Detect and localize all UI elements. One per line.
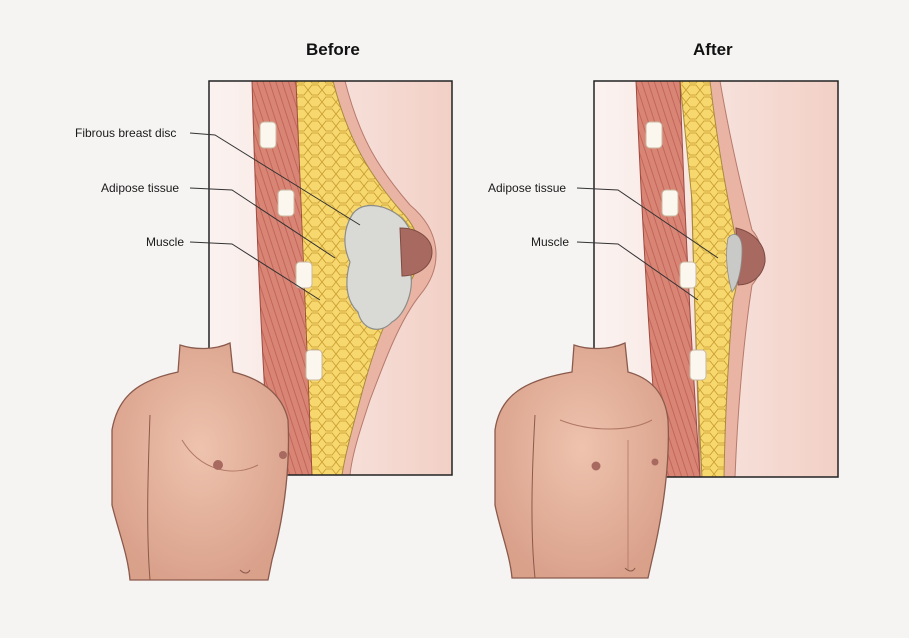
after-muscle-leader — [576, 241, 699, 301]
after-torso — [494, 342, 669, 579]
before-muscle-label: Muscle — [146, 235, 185, 249]
before-panel-border — [208, 80, 453, 476]
before-muscle-leader — [189, 241, 321, 301]
before-adipose-leader — [189, 187, 336, 259]
before-fibrous-disc — [344, 205, 416, 330]
before-fibrous-label: Fibrous breast disc — [75, 126, 177, 140]
before-fibrous-leader — [189, 132, 361, 226]
after-title: After — [693, 40, 733, 59]
after-muscle-label: Muscle — [531, 235, 570, 249]
before-torso — [111, 342, 290, 581]
before-title: Before — [306, 40, 360, 59]
before-rib — [305, 349, 323, 381]
after-rib — [689, 349, 707, 381]
after-areola — [735, 227, 766, 286]
after-adipose-leader — [576, 187, 719, 259]
after-gland-remnant — [726, 234, 743, 293]
before-rib — [259, 121, 277, 149]
before-nipple — [213, 460, 223, 470]
after-rib — [679, 261, 697, 289]
after-adipose-label: Adipose tissue — [488, 181, 567, 195]
before-areola — [399, 227, 433, 277]
before-rib — [295, 261, 313, 289]
before-rib — [277, 189, 295, 217]
after-rib — [661, 189, 679, 217]
before-adipose-label: Adipose tissue — [101, 181, 180, 195]
after-rib — [645, 121, 663, 149]
after-panel-border — [593, 80, 839, 478]
after-nipple — [591, 461, 601, 471]
before-cross-section — [208, 80, 453, 476]
